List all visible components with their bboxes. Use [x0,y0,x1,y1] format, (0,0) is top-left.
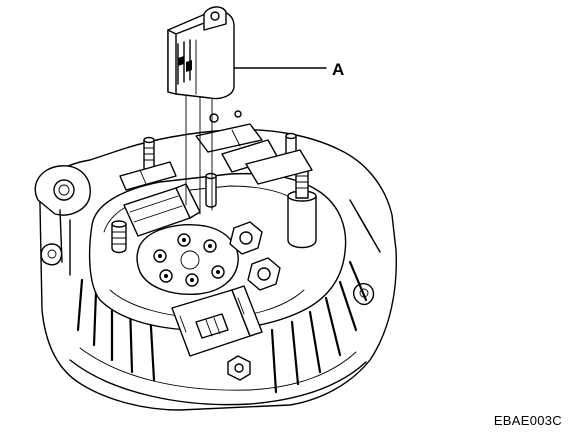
upper-linkage [119,110,313,191]
mounting-hole-left [53,179,75,201]
callout-a-label: A [332,60,344,79]
mounting-lug-lower [40,243,63,266]
figure-code: EBAE003C [493,413,562,428]
connector-plug [171,285,263,357]
cooling-fins [59,199,381,406]
mounting-ear-left [34,165,91,216]
rectifier-terminal-plate [136,224,239,295]
brush-holder-cover [167,6,235,215]
voltage-regulator [123,183,201,237]
terminal-posts [111,132,317,381]
callout-a: A [233,60,344,79]
